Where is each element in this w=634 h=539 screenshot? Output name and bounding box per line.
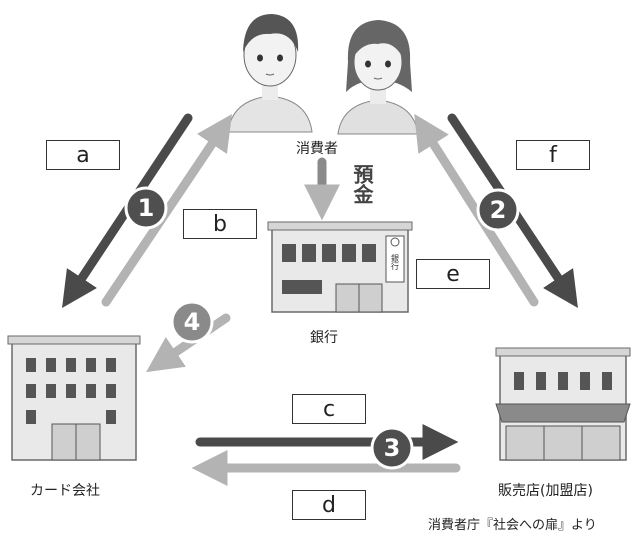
consumer-man-icon	[227, 14, 313, 133]
bank-label: 銀行	[310, 330, 338, 346]
card-company-building-icon	[7, 335, 141, 461]
step-badges: 1 2 3 4	[124, 186, 520, 470]
answer-box-c: c	[292, 394, 366, 424]
store-building-icon	[495, 347, 631, 461]
answer-box-f: f	[516, 140, 590, 170]
step-badge-1: 1	[124, 186, 168, 230]
step-number-3: 3	[384, 434, 401, 462]
step-number-2: 2	[490, 196, 507, 224]
step-badge-3: 3	[370, 426, 414, 470]
consumer-woman-icon	[337, 20, 419, 135]
card-company-label: カード会社	[30, 483, 100, 499]
source-credit: 消費者庁『社会への扉』より	[428, 518, 597, 533]
consumer-label: 消費者	[296, 141, 338, 157]
answer-box-a: a	[46, 140, 120, 170]
step-number-1: 1	[138, 194, 155, 222]
answer-box-e: e	[416, 259, 490, 289]
answer-box-b: b	[183, 209, 257, 239]
bank-building-icon	[267, 221, 413, 313]
consumer-figures	[227, 14, 419, 135]
answer-box-d: d	[292, 490, 366, 520]
step-number-4: 4	[184, 308, 201, 336]
store-label: 販売店(加盟店)	[498, 483, 593, 499]
step-badge-2: 2	[476, 188, 520, 232]
step-badge-4: 4	[170, 300, 214, 344]
deposit-label: 預金	[350, 164, 374, 204]
bank-sign: 銀行	[391, 253, 400, 271]
